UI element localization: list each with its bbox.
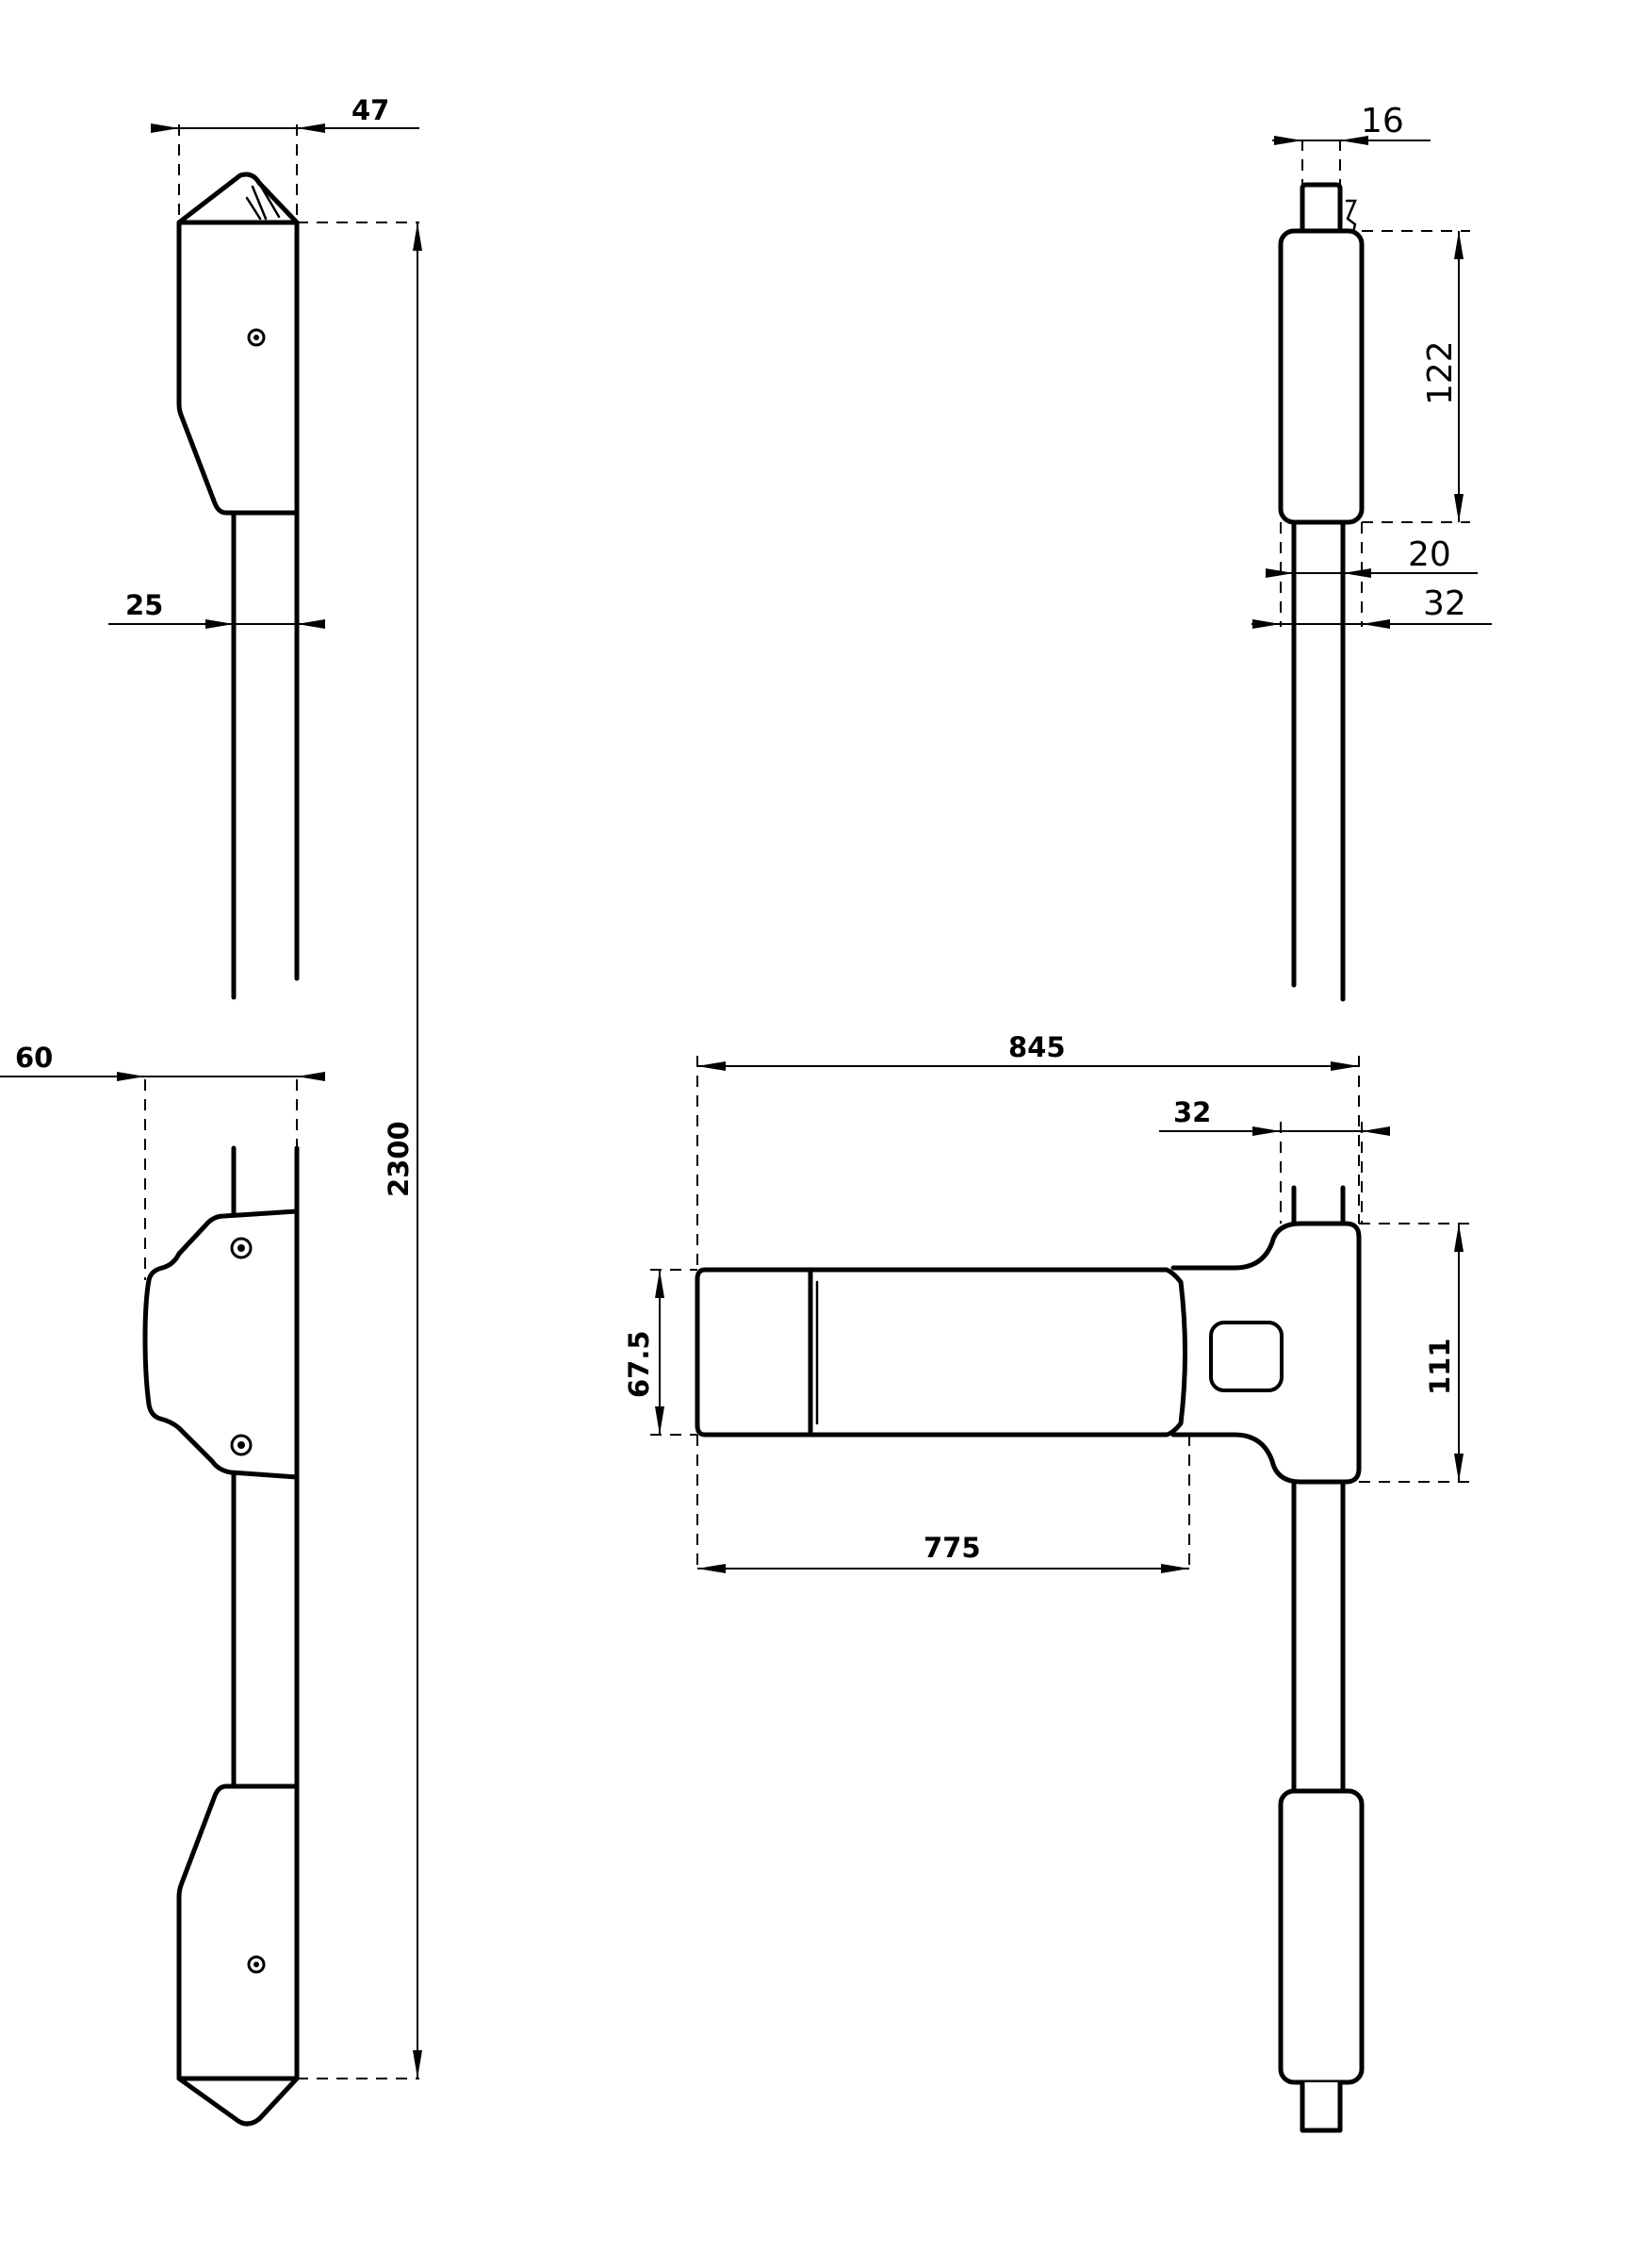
side-bracket-housing — [142, 1208, 300, 1480]
side-bottom-housing — [176, 1783, 300, 2081]
side-view — [142, 172, 300, 2127]
dim-label-bar-bracket-height: 111 — [1424, 1338, 1456, 1395]
side-bottom-screw — [247, 1955, 266, 1974]
front-view-dimensions: 16 122 20 32 — [1251, 102, 1492, 629]
bar-bottom-housing — [1278, 1788, 1365, 2085]
side-top-screw — [247, 328, 266, 347]
dim-label-bar-total-length: 845 — [1008, 1031, 1066, 1063]
side-bracket-screw-top — [230, 1237, 253, 1259]
side-bracket-screw-bottom — [230, 1434, 253, 1456]
push-bar-dimensions: 845 32 67.5 775 111 — [623, 1031, 1470, 1573]
push-bar-view — [695, 1185, 1365, 2133]
dim-label-front-rod-width: 20 — [1408, 535, 1451, 574]
side-top-latch-tip — [176, 172, 300, 225]
front-view — [1278, 182, 1365, 1002]
dim-label-front-body-width: 32 — [1423, 584, 1466, 623]
side-top-latch-detail — [245, 183, 281, 221]
side-view-dimensions: 47 25 60 2300 — [0, 94, 422, 2079]
front-cap-clip — [1345, 199, 1357, 234]
bar-release-button — [1209, 1321, 1284, 1392]
dim-label-bar-height: 67.5 — [623, 1330, 655, 1398]
dim-label-front-head-height: 122 — [1421, 340, 1460, 405]
dim-label-side-top-width: 47 — [352, 94, 389, 126]
bar-body — [808, 1267, 1187, 1438]
bar-end-cap — [695, 1267, 813, 1438]
dim-label-side-bracket-depth: 60 — [15, 1042, 53, 1074]
front-cap — [1300, 182, 1343, 234]
dim-label-front-cap-width: 16 — [1361, 102, 1404, 140]
dim-label-side-rod-width: 25 — [125, 589, 163, 621]
front-head-housing — [1278, 228, 1365, 525]
dim-label-bar-length: 775 — [924, 1532, 981, 1564]
dim-label-overall-length: 2300 — [383, 1121, 415, 1197]
side-top-housing — [176, 220, 300, 516]
side-bottom-latch-tip — [176, 2076, 300, 2127]
bar-bottom-cap — [1300, 2079, 1343, 2133]
dim-label-bar-body-width: 32 — [1173, 1096, 1211, 1128]
